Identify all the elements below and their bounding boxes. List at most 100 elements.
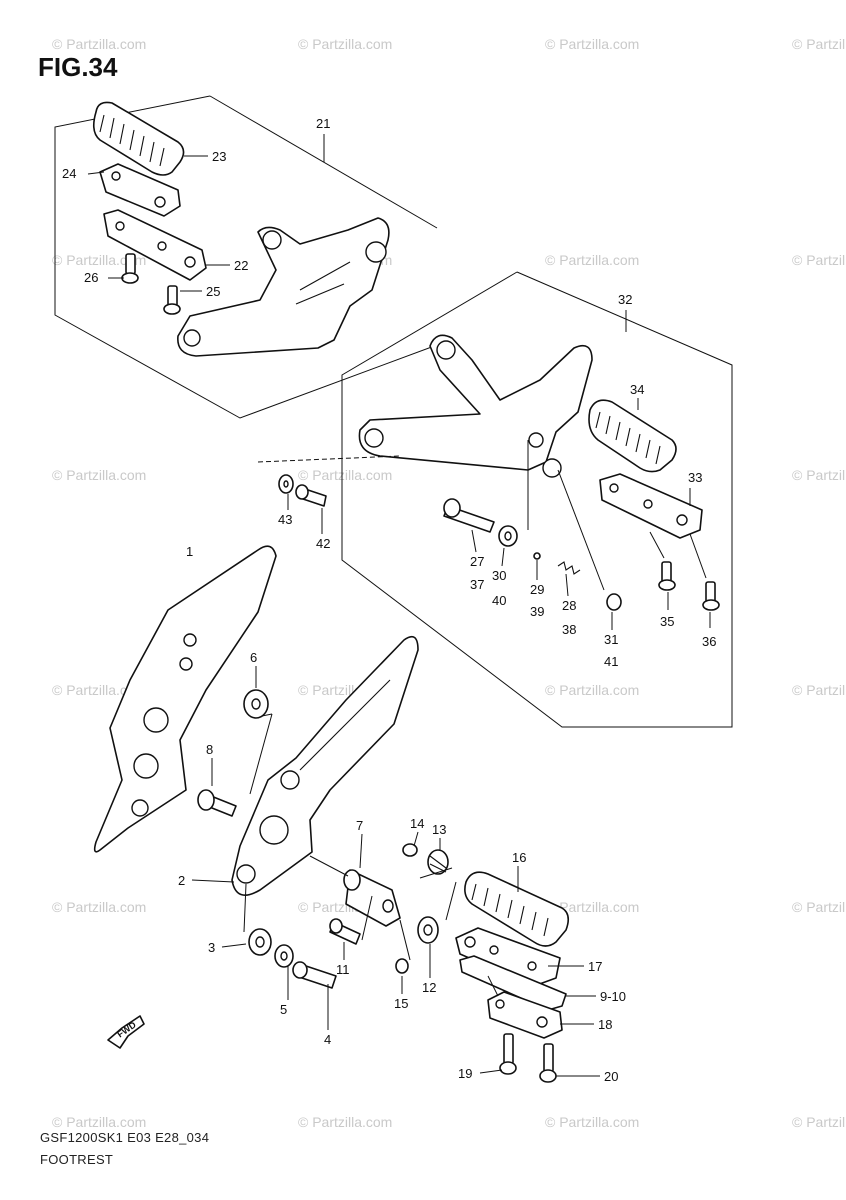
assembly-32-box: [341, 271, 733, 728]
washer-30: [498, 525, 518, 547]
watermark: © Partzilla.com: [792, 899, 846, 915]
bolt-19: [499, 1033, 517, 1075]
spacer-6: [243, 689, 269, 719]
footpeg-34: [588, 399, 677, 473]
callout-label: 12: [422, 980, 436, 995]
callout-label: 30: [492, 568, 506, 583]
callout-label: 17: [588, 959, 602, 974]
callout-label: 36: [702, 634, 716, 649]
callout-label: 7: [356, 818, 363, 833]
watermark: © Partzilla.com: [792, 467, 846, 483]
watermark: © Partzilla.com: [545, 1114, 639, 1130]
footrest-bracket-2: [231, 635, 419, 896]
watermark: © Partzilla.com: [52, 467, 146, 483]
callout-label: 1: [186, 544, 193, 559]
rear-bracket-32: [358, 334, 593, 478]
callout-label: 4: [324, 1032, 331, 1047]
callout-label: 26: [84, 270, 98, 285]
footpeg-23: [92, 101, 185, 176]
watermark: © Partzilla.com: [52, 36, 146, 52]
callout-label: 31: [604, 632, 618, 647]
callout-label: 18: [598, 1017, 612, 1032]
watermark: © Partzilla.com: [52, 682, 146, 698]
bracket-24: [99, 163, 181, 217]
washer-43: [278, 474, 294, 494]
callout-label: 11: [336, 962, 350, 977]
fwd-arrow-icon: FWD: [107, 1015, 145, 1049]
clip-15: [395, 958, 409, 974]
bolt-35: [658, 561, 676, 591]
washer-5: [274, 944, 294, 968]
figure-code: GSF1200SK1 E03 E28_034: [40, 1130, 210, 1145]
bolt-20: [539, 1043, 557, 1083]
watermark: © Partzilla.com: [52, 899, 146, 915]
callout-label: 28: [562, 598, 576, 613]
rear-bracket-21: [177, 217, 390, 357]
pin-11: [329, 918, 361, 945]
callout-label: 13: [432, 822, 446, 837]
bolt-8: [197, 789, 237, 817]
watermark: © Partzilla.com: [545, 36, 639, 52]
callout-label: 23: [212, 149, 226, 164]
callout-leaders: [87, 134, 711, 1077]
callout-label: 15: [394, 996, 408, 1011]
callout-label: 16: [512, 850, 526, 865]
callout-label: 38: [562, 622, 576, 637]
callout-label: 24: [62, 166, 76, 181]
watermark: © Partzilla.com: [52, 252, 146, 268]
plate-22: [103, 209, 207, 281]
callout-label: 20: [604, 1069, 618, 1084]
callout-label: 42: [316, 536, 330, 551]
bolt-25: [163, 285, 181, 315]
bracket-17: [455, 927, 561, 987]
callout-label: 41: [604, 654, 618, 669]
main-assembly-leaders: [243, 713, 499, 997]
callout-label: 43: [278, 512, 292, 527]
watermark: © Partzilla.com: [52, 1114, 146, 1130]
watermark: © Partzilla.com: [792, 682, 846, 698]
watermark: © Partzilla.com: [792, 252, 846, 268]
clip-31: [606, 593, 622, 611]
spacer-3: [248, 928, 272, 956]
callout-label: 6: [250, 650, 257, 665]
bolt-42: [295, 484, 327, 507]
plate-9-10: [459, 955, 567, 1011]
callout-label: 9-10: [600, 989, 626, 1004]
callout-label: 21: [316, 116, 330, 131]
figure-name: FOOTREST: [40, 1152, 114, 1167]
callout-label: 22: [234, 258, 248, 273]
watermark: © Partzilla.com: [545, 899, 639, 915]
callout-label: 39: [530, 604, 544, 619]
watermark: © Partzilla.com: [792, 1114, 846, 1130]
ball-14: [402, 843, 418, 857]
watermark: © Partzilla.com: [545, 682, 639, 698]
pivot-7: [343, 869, 401, 927]
bracket-33: [599, 473, 703, 539]
callout-label: 25: [206, 284, 220, 299]
callout-label: 35: [660, 614, 674, 629]
watermark: © Partzilla.com: [545, 252, 639, 268]
callout-label: 27: [470, 554, 484, 569]
callout-label: 40: [492, 593, 506, 608]
callout-label: 8: [206, 742, 213, 757]
callout-label: 29: [530, 582, 544, 597]
callout-label: 2: [178, 873, 185, 888]
pin-27: [443, 498, 495, 533]
callout-label: 14: [410, 816, 424, 831]
frame-plate-1: [93, 545, 277, 853]
bolt-4: [292, 961, 337, 989]
ball-29: [533, 552, 541, 560]
spring-28: [557, 561, 581, 575]
footpeg-16: [464, 871, 570, 947]
callout-label: 5: [280, 1002, 287, 1017]
figure-title: FIG.34: [38, 52, 118, 82]
callout-label: 34: [630, 382, 644, 397]
washer-12: [417, 916, 439, 944]
callout-label: 33: [688, 470, 702, 485]
watermark: © Partzilla.com: [298, 467, 392, 483]
spring-13: [427, 849, 449, 875]
assembly-32-leaders: [257, 440, 707, 591]
callout-labels: 21 23 24 22 25 26 32 34 33 43 42 27 37 3…: [62, 116, 716, 1084]
callout-label: 32: [618, 292, 632, 307]
